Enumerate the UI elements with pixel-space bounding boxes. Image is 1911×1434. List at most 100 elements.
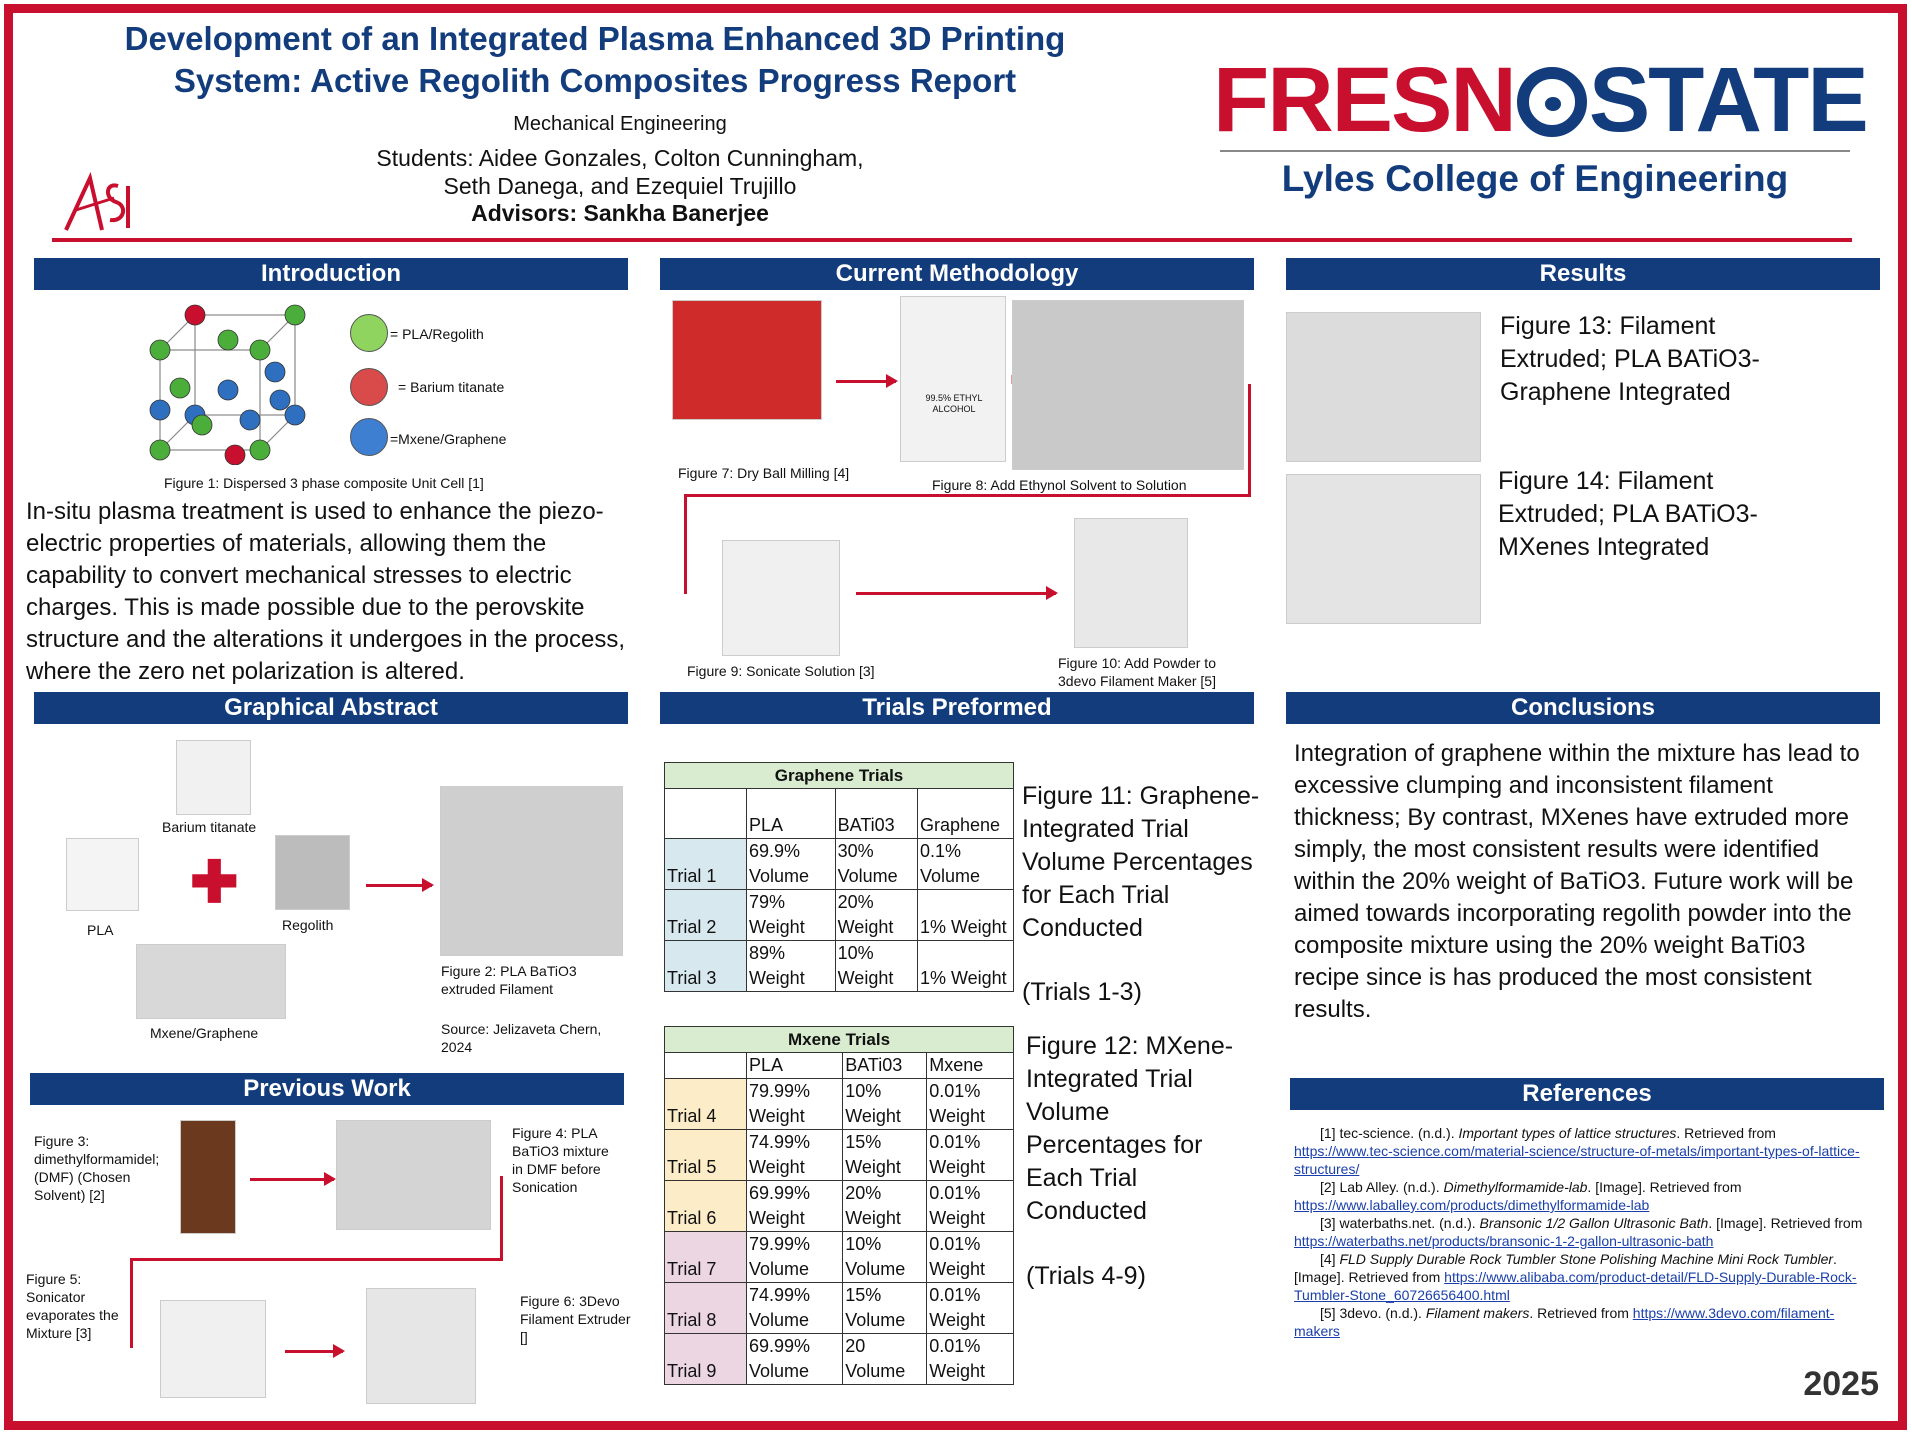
mxene-graphene-label: Mxene/Graphene	[150, 1025, 259, 1041]
fig10-line-2: 3devo Filament Maker [5]	[1058, 673, 1216, 689]
legend-barium: = Barium titanate	[398, 379, 505, 395]
barium-label: Barium titanate	[162, 819, 257, 835]
legend-green-dot	[350, 314, 388, 352]
reference-item: [3] waterbaths.net. (n.d.). Bransonic 1/…	[1294, 1214, 1878, 1250]
fig9-caption: Figure 9: Sonicate Solution [3]	[687, 663, 875, 679]
ref-link[interactable]: https://www.laballey.com/products/dimeth…	[1294, 1197, 1650, 1213]
solvent-solution-photo	[1012, 300, 1244, 470]
previous-work-heading: Previous Work	[30, 1073, 624, 1105]
reference-item: [5] 3devo. (n.d.). Filament makers. Retr…	[1294, 1304, 1878, 1340]
fig2-source: Source: Jelizaveta Chern, 2024	[441, 1020, 601, 1056]
table-cell: 79.99% Volume	[745, 1231, 844, 1283]
mxene-trials-table: Mxene Trials PLA BATi03 Mxene Trial 4 79…	[664, 1026, 1014, 1385]
sonicator-photo	[722, 540, 840, 656]
arrow-right-icon	[285, 1344, 345, 1358]
ref-link[interactable]: https://www.3devo.com/filament-makers	[1294, 1305, 1835, 1339]
graphene-range: (Trials 1-3)	[1022, 978, 1142, 1006]
table-row: Trial 3 89% Weight 10% Weight 1% Weight	[664, 940, 1015, 992]
conclusions-heading: Conclusions	[1286, 692, 1880, 724]
arrow-right-icon	[300, 1172, 336, 1186]
introduction-heading: Introduction	[34, 258, 628, 290]
trial-label: Trial 2	[664, 889, 747, 941]
table-row: Trial 5 74.99% Weight 15% Weight 0.01% W…	[664, 1129, 1014, 1181]
ref-title: Dimethylformamide-lab	[1443, 1179, 1588, 1195]
ref-link[interactable]: https://www.tec-science.com/material-sci…	[1294, 1143, 1860, 1177]
col-pla: PLA	[746, 788, 836, 839]
table-row: Trial 1 69.9% Volume 30% Volume 0.1% Vol…	[664, 838, 1015, 890]
results-heading: Results	[1286, 258, 1880, 290]
source-line-2: 2024	[441, 1039, 473, 1055]
mxene-range: (Trials 4-9)	[1026, 1262, 1146, 1290]
arrow-right-icon	[366, 878, 434, 892]
source-line-1: Source: Jelizaveta Chern,	[441, 1021, 602, 1037]
trial-label: Trial 6	[664, 1180, 747, 1232]
table-row: Trial 8 74.99% Volume 15% Volume 0.01% W…	[664, 1282, 1014, 1334]
trial-label: Trial 4	[664, 1078, 747, 1130]
ref-text: . Retrieved from	[1529, 1305, 1633, 1321]
college-name: Lyles College of Engineering	[1281, 158, 1789, 199]
ref-text: . [Image]. Retrieved from	[1587, 1179, 1742, 1195]
pla-label: PLA	[87, 922, 114, 938]
connector-down	[130, 1258, 133, 1348]
barium-titanate-photo	[176, 740, 251, 815]
plus-icon: ✚	[190, 850, 239, 915]
fig3-caption: Figure 3: dimethylformamidel; (DMF) (Cho…	[34, 1133, 160, 1203]
table-cell: 30% Volume	[834, 838, 918, 890]
connector-horizontal	[130, 1258, 503, 1261]
fig6-caption: Figure 6: 3Devo Filament Extruder []	[520, 1293, 631, 1345]
table-cell: 15% Weight	[842, 1129, 928, 1181]
pla-photo	[66, 838, 139, 911]
table-cell: 79% Weight	[746, 889, 836, 941]
bottle-label: 99.5% ETHYL ALCOHOL	[925, 393, 983, 414]
trial-label: Trial 8	[664, 1282, 747, 1334]
fig12-caption: Figure 12: MXene-Integrated Trial Volume…	[1026, 1032, 1234, 1225]
legend-blue-dot	[350, 418, 388, 456]
table-cell: 10% Weight	[842, 1078, 928, 1130]
fig11-caption: Figure 11: Graphene-Integrated Trial Vol…	[1022, 782, 1260, 942]
table-cell: 0.01% Weight	[926, 1180, 1014, 1232]
trial-label: Trial 5	[664, 1129, 747, 1181]
graphene-trials-table: Graphene Trials PLA BATi03 Graphene Tria…	[664, 762, 1015, 992]
table-cell: 0.01% Weight	[926, 1129, 1014, 1181]
table-cell: 0.01% Weight	[926, 1333, 1014, 1385]
table-cell: 74.99% Weight	[745, 1129, 844, 1181]
table-cell: 89% Weight	[746, 940, 836, 992]
ref-text: . [Image]. Retrieved from	[1294, 1251, 1837, 1285]
fig2-caption: Figure 2: PLA BaTiO3 extruded Filament	[441, 962, 577, 998]
logo-state-text: STATE	[1588, 49, 1869, 151]
ref-title: Bransonic 1/2 Gallon Ultrasonic Bath	[1479, 1215, 1709, 1231]
table-cell: 69.99% Weight	[745, 1180, 844, 1232]
arrow-line	[250, 1178, 334, 1181]
table-cell: 10% Volume	[842, 1231, 928, 1283]
table-cell: 1% Weight	[916, 889, 1015, 941]
ref-link[interactable]: https://www.alibaba.com/product-detail/F…	[1294, 1269, 1857, 1303]
reference-item: [2] Lab Alley. (n.d.). Dimethylformamide…	[1294, 1178, 1878, 1214]
ref-title: Important types of lattice structures	[1458, 1125, 1677, 1141]
ref-link[interactable]: https://waterbaths.net/products/bransoni…	[1294, 1233, 1714, 1249]
fig2-line-1: Figure 2: PLA BaTiO3	[441, 963, 577, 979]
fig4-caption: Figure 4: PLA BaTiO3 mixture in DMF befo…	[512, 1125, 609, 1195]
legend-red-dot	[350, 368, 388, 406]
connector-down	[684, 494, 687, 594]
table-cell: 10% Weight	[834, 940, 918, 992]
table-cell: 79.99% Weight	[745, 1078, 844, 1130]
ref-title: FLD Supply Durable Rock Tumbler Stone Po…	[1339, 1251, 1834, 1267]
table-cell: 15% Volume	[842, 1282, 928, 1334]
students-line-2: Seth Danega, and Ezequiel Trujillo	[443, 173, 797, 199]
table-cell: 69.99% Volume	[745, 1333, 844, 1385]
references-list: [1] tec-science. (n.d.). Important types…	[1294, 1124, 1878, 1340]
col-blank	[664, 1052, 747, 1079]
col-blank	[664, 788, 747, 839]
table-cell: 20% Weight	[834, 889, 918, 941]
fig1-caption: Figure 1: Dispersed 3 phase composite Un…	[164, 475, 484, 491]
poster-year: 2025	[1803, 1365, 1879, 1403]
table-cell: 20 Volume	[842, 1333, 928, 1385]
col-bati03: BATi03	[842, 1052, 928, 1079]
fig14-caption: Figure 14: Filament Extruded; PLA BATiO3…	[1498, 467, 1758, 561]
students: Students: Aidee Gonzales, Colton Cunning…	[260, 144, 980, 200]
logo-divider	[1220, 150, 1850, 152]
sonicator-photo	[160, 1300, 266, 1398]
advisors: Advisors: Sankha Banerjee	[471, 200, 769, 226]
conclusions-body: Integration of graphene within the mixtu…	[1294, 740, 1860, 1023]
reference-item: [1] tec-science. (n.d.). Important types…	[1294, 1124, 1878, 1178]
